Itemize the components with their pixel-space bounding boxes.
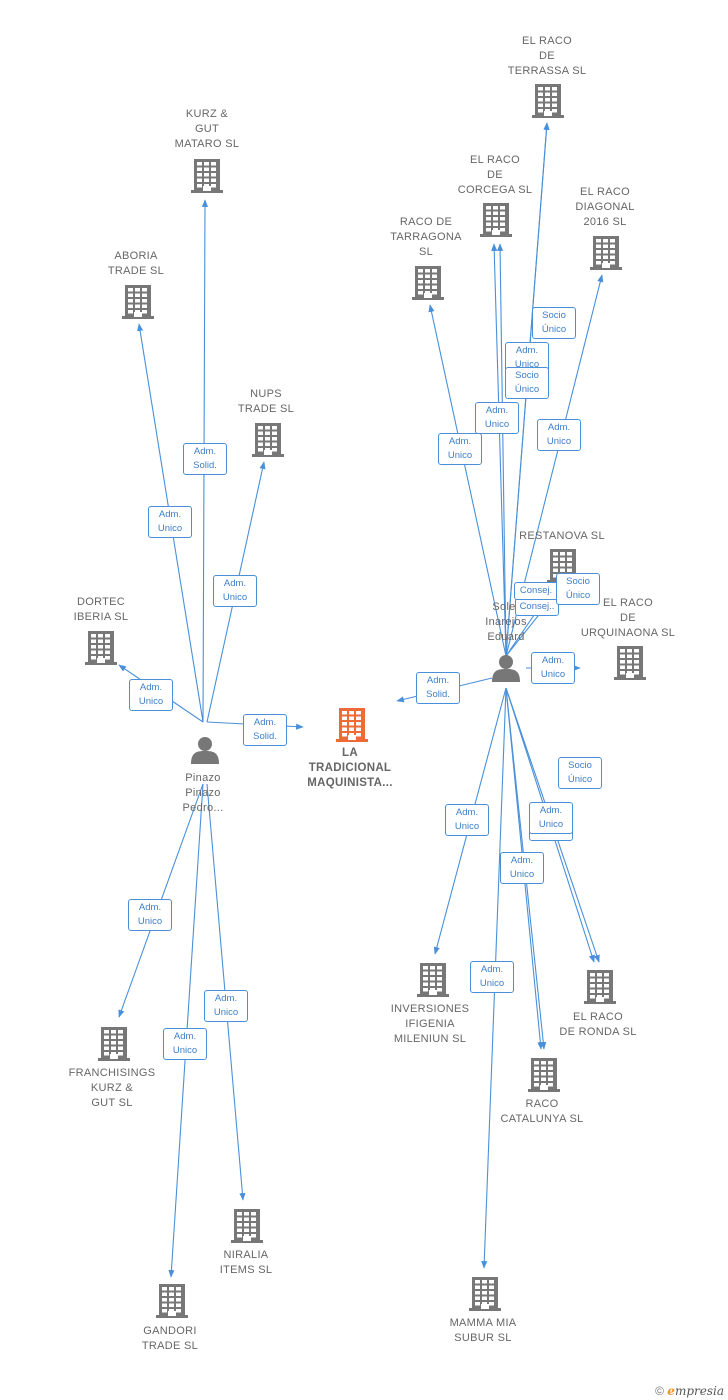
edge-badge-soler-to-catalunya[interactable]: Adm. Unico — [500, 852, 544, 884]
edge-badge-soler-to-focus[interactable]: Adm. Solid. — [416, 672, 460, 704]
edge-badge-pinazo-to-franchisings[interactable]: Adm. Unico — [128, 899, 172, 931]
edge-badge-soler-to-diagonal[interactable]: Adm. Unico — [537, 419, 581, 451]
edge-badge-soler-to-restanova[interactable]: Consej. — [514, 582, 558, 600]
footer-brand: © empresia — [655, 1384, 724, 1398]
edge-badge-soler-to-terrassa[interactable]: Socio Único — [532, 307, 576, 339]
copyright-symbol: © — [655, 1384, 664, 1398]
edge-badge-soler-to-ronda[interactable]: Socio Único — [558, 757, 602, 789]
building-icon-nups[interactable] — [252, 423, 284, 457]
node-label-ifigenia[interactable]: INVERSIONES IFIGENIA MILENIUN SL — [390, 1003, 470, 1045]
node-label-diagonal[interactable]: EL RACO DIAGONAL 2016 SL — [575, 186, 635, 228]
building-icon-ronda[interactable] — [584, 970, 616, 1004]
person-icon-soler[interactable] — [492, 655, 520, 682]
building-icon-kurz_mataro[interactable] — [191, 159, 223, 193]
edge-badge-pinazo-to-kurz_mataro[interactable]: Adm. Solid. — [183, 443, 227, 475]
building-icon-corcega[interactable] — [480, 203, 512, 237]
edge-badge-pinazo-to-gandori[interactable]: Adm. Unico — [163, 1028, 207, 1060]
nodes-layer — [85, 84, 646, 1318]
edge-badge-pinazo-to-dortec[interactable]: Adm. Unico — [129, 679, 173, 711]
edge-soler-to-corcega — [491, 243, 507, 657]
building-icon-terrassa[interactable] — [532, 84, 564, 118]
edge-badge-soler-to-tarragona[interactable]: Adm. Unico — [438, 433, 482, 465]
edge-badge-pinazo-to-nups[interactable]: Adm. Unico — [213, 575, 257, 607]
node-label-soler[interactable]: Soler Inarejos Eduard — [485, 601, 527, 643]
edge-badge-soler-to-corcega[interactable]: Adm. Unico — [475, 402, 519, 434]
building-icon-niralia[interactable] — [231, 1209, 263, 1243]
node-label-urquinaona[interactable]: EL RACO DE URQUINAONA SL — [580, 597, 676, 639]
building-icon-ifigenia[interactable] — [417, 963, 449, 997]
node-label-corcega[interactable]: EL RACO DE CORCEGA SL — [457, 154, 533, 196]
building-icon-catalunya[interactable] — [528, 1058, 560, 1092]
node-label-pinazo[interactable]: Pinazo Pinazo Pedro... — [182, 772, 224, 814]
node-label-nups[interactable]: NUPS TRADE SL — [237, 388, 295, 415]
edge-soler-to-tarragona — [428, 304, 507, 657]
node-label-gandori[interactable]: GANDORI TRADE SL — [141, 1325, 199, 1352]
building-icon-aboria[interactable] — [122, 285, 154, 319]
node-label-catalunya[interactable]: RACO CATALUNYA SL — [500, 1098, 584, 1125]
node-label-focus[interactable]: LA TRADICIONAL MAQUINISTA... — [307, 747, 393, 789]
edge-badge-soler-to-terrassa[interactable]: Socio Único — [505, 367, 549, 399]
edge-badge-pinazo-to-focus[interactable]: Adm. Solid. — [243, 714, 287, 746]
edge-badge-pinazo-to-aboria[interactable]: Adm. Unico — [148, 506, 192, 538]
node-label-aboria[interactable]: ABORIA TRADE SL — [107, 250, 165, 277]
person-icon-pinazo[interactable] — [191, 737, 219, 764]
node-label-dortec[interactable]: DORTEC IBERIA SL — [73, 596, 129, 623]
building-icon-dortec[interactable] — [85, 631, 117, 665]
building-icon-mammamia[interactable] — [469, 1277, 501, 1311]
edge-badge-pinazo-to-niralia[interactable]: Adm. Unico — [204, 990, 248, 1022]
node-label-terrassa[interactable]: EL RACO DE TERRASSA SL — [507, 35, 587, 77]
node-label-franchisings[interactable]: FRANCHISINGS KURZ & GUT SL — [68, 1067, 156, 1109]
edge-badge-soler-to-mammamia[interactable]: Adm. Unico — [470, 961, 514, 993]
building-icon-franchisings[interactable] — [98, 1027, 130, 1061]
edge-badge-soler-to-ifigenia[interactable]: Adm. Unico — [445, 804, 489, 836]
node-label-restanova[interactable]: RESTANOVA SL — [519, 530, 605, 542]
node-label-ronda[interactable]: EL RACO DE RONDA SL — [559, 1011, 637, 1038]
building-icon-diagonal[interactable] — [590, 236, 622, 270]
node-label-kurz_mataro[interactable]: KURZ & GUT MATARO SL — [174, 108, 240, 150]
node-label-tarragona[interactable]: RACO DE TARRAGONA SL — [390, 216, 462, 258]
node-label-niralia[interactable]: NIRALIA ITEMS SL — [219, 1249, 273, 1276]
building-icon-focus[interactable] — [336, 708, 368, 742]
building-icon-tarragona[interactable] — [412, 266, 444, 300]
node-label-mammamia[interactable]: MAMMA MIA SUBUR SL — [449, 1317, 517, 1344]
brand-logo: empresia — [667, 1384, 724, 1398]
edge-badge-soler-to-urquinaona[interactable]: Adm. Unico — [531, 652, 575, 684]
building-icon-urquinaona[interactable] — [614, 646, 646, 680]
edge-badge-soler-to-restanova[interactable]: Consej.. — [515, 598, 559, 616]
building-icon-gandori[interactable] — [156, 1284, 188, 1318]
edge-badge-soler-to-ronda[interactable]: Adm. Unico — [529, 802, 573, 834]
edge-soler-to-corcega — [497, 243, 507, 657]
edge-badge-restanova-to-catalunya[interactable]: Socio Único — [556, 573, 600, 605]
